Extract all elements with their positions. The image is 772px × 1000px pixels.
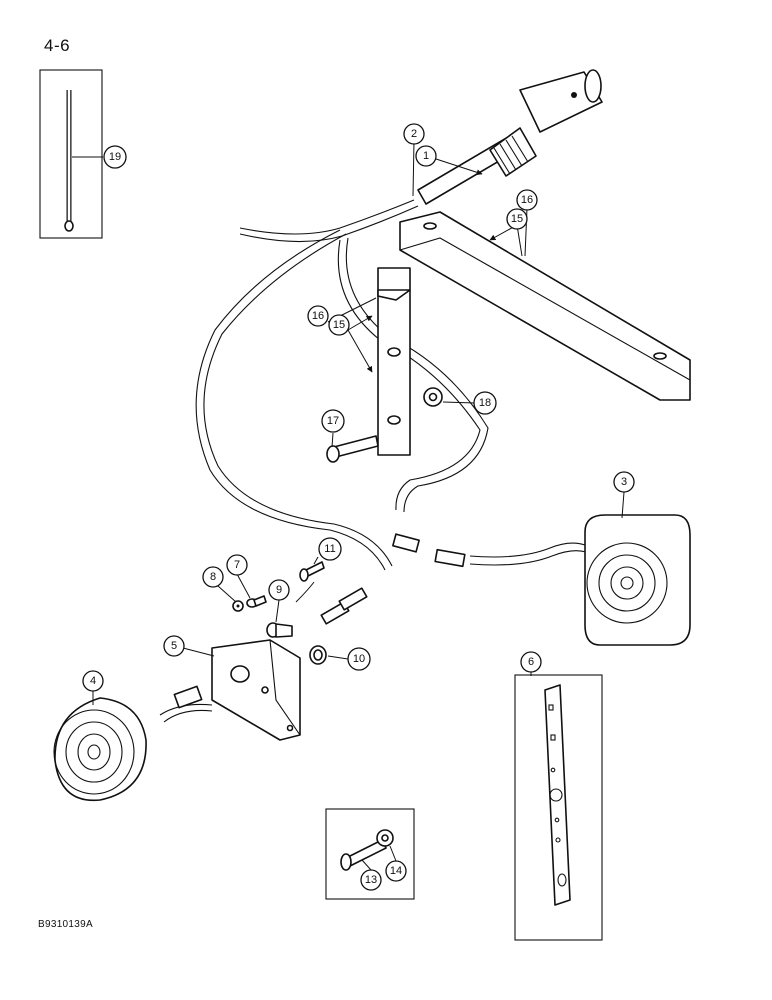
callout-15-left-label: 15 [333,319,345,331]
callout-15-top-label: 15 [511,213,523,225]
callout-11: 11 [318,537,342,561]
cable-tie-inset [39,69,103,239]
callout-19: 19 [103,145,127,169]
lamp-3 [584,514,691,646]
trailer-plug [417,69,603,205]
callout-3: 3 [613,471,635,493]
callout-8: 8 [202,566,224,588]
lamp-4 [53,685,203,802]
callout-3-label: 3 [621,476,627,488]
callout-15-top: 15 [506,208,528,230]
callout-6-label: 6 [528,656,534,668]
screw-7 [246,595,267,608]
callout-16-left: 16 [307,305,329,327]
callout-16-left-label: 16 [312,310,324,322]
callout-14-label: 14 [390,865,402,877]
callout-6: 6 [520,651,542,673]
grommet-10 [309,645,327,665]
screw-9 [266,622,293,638]
washer-8 [232,600,244,612]
callout-13: 13 [360,869,382,891]
drawing-id: B9310139A [38,919,93,930]
bracket-5 [211,639,301,741]
callout-4-label: 4 [90,675,96,687]
screw-11 [299,561,325,582]
callout-16-top: 16 [516,189,538,211]
strap-inset [514,674,603,941]
nut-18 [423,387,443,407]
callout-10-label: 10 [353,653,365,665]
callout-18: 18 [473,391,497,415]
callout-10: 10 [347,647,371,671]
callout-7-label: 7 [234,559,240,571]
callout-1: 1 [415,145,437,167]
grommet-arc [295,581,315,603]
callout-2: 2 [403,123,425,145]
harness-connectors [320,533,466,625]
callout-14: 14 [385,860,407,882]
callout-9-label: 9 [276,584,282,596]
callout-5: 5 [163,635,185,657]
callout-7: 7 [226,554,248,576]
callout-19-label: 19 [109,151,121,163]
callout-9: 9 [268,579,290,601]
mounting-bar [399,211,691,401]
callout-1-label: 1 [423,150,429,162]
callout-13-label: 13 [365,874,377,886]
callout-2-label: 2 [411,128,417,140]
callout-4: 4 [82,670,104,692]
callout-18-label: 18 [479,397,491,409]
bolt-17 [326,435,379,463]
leader-lines [72,139,625,871]
callout-15-left: 15 [328,314,350,336]
callout-8-label: 8 [210,571,216,583]
callout-17-label: 17 [327,415,339,427]
callout-16-top-label: 16 [521,194,533,206]
bolt-nut-inset [325,808,415,900]
callout-11-label: 11 [324,543,335,555]
vertical-strap [377,267,411,456]
callout-5-label: 5 [171,640,177,652]
page-number: 4-6 [44,36,71,55]
callout-17: 17 [321,409,345,433]
